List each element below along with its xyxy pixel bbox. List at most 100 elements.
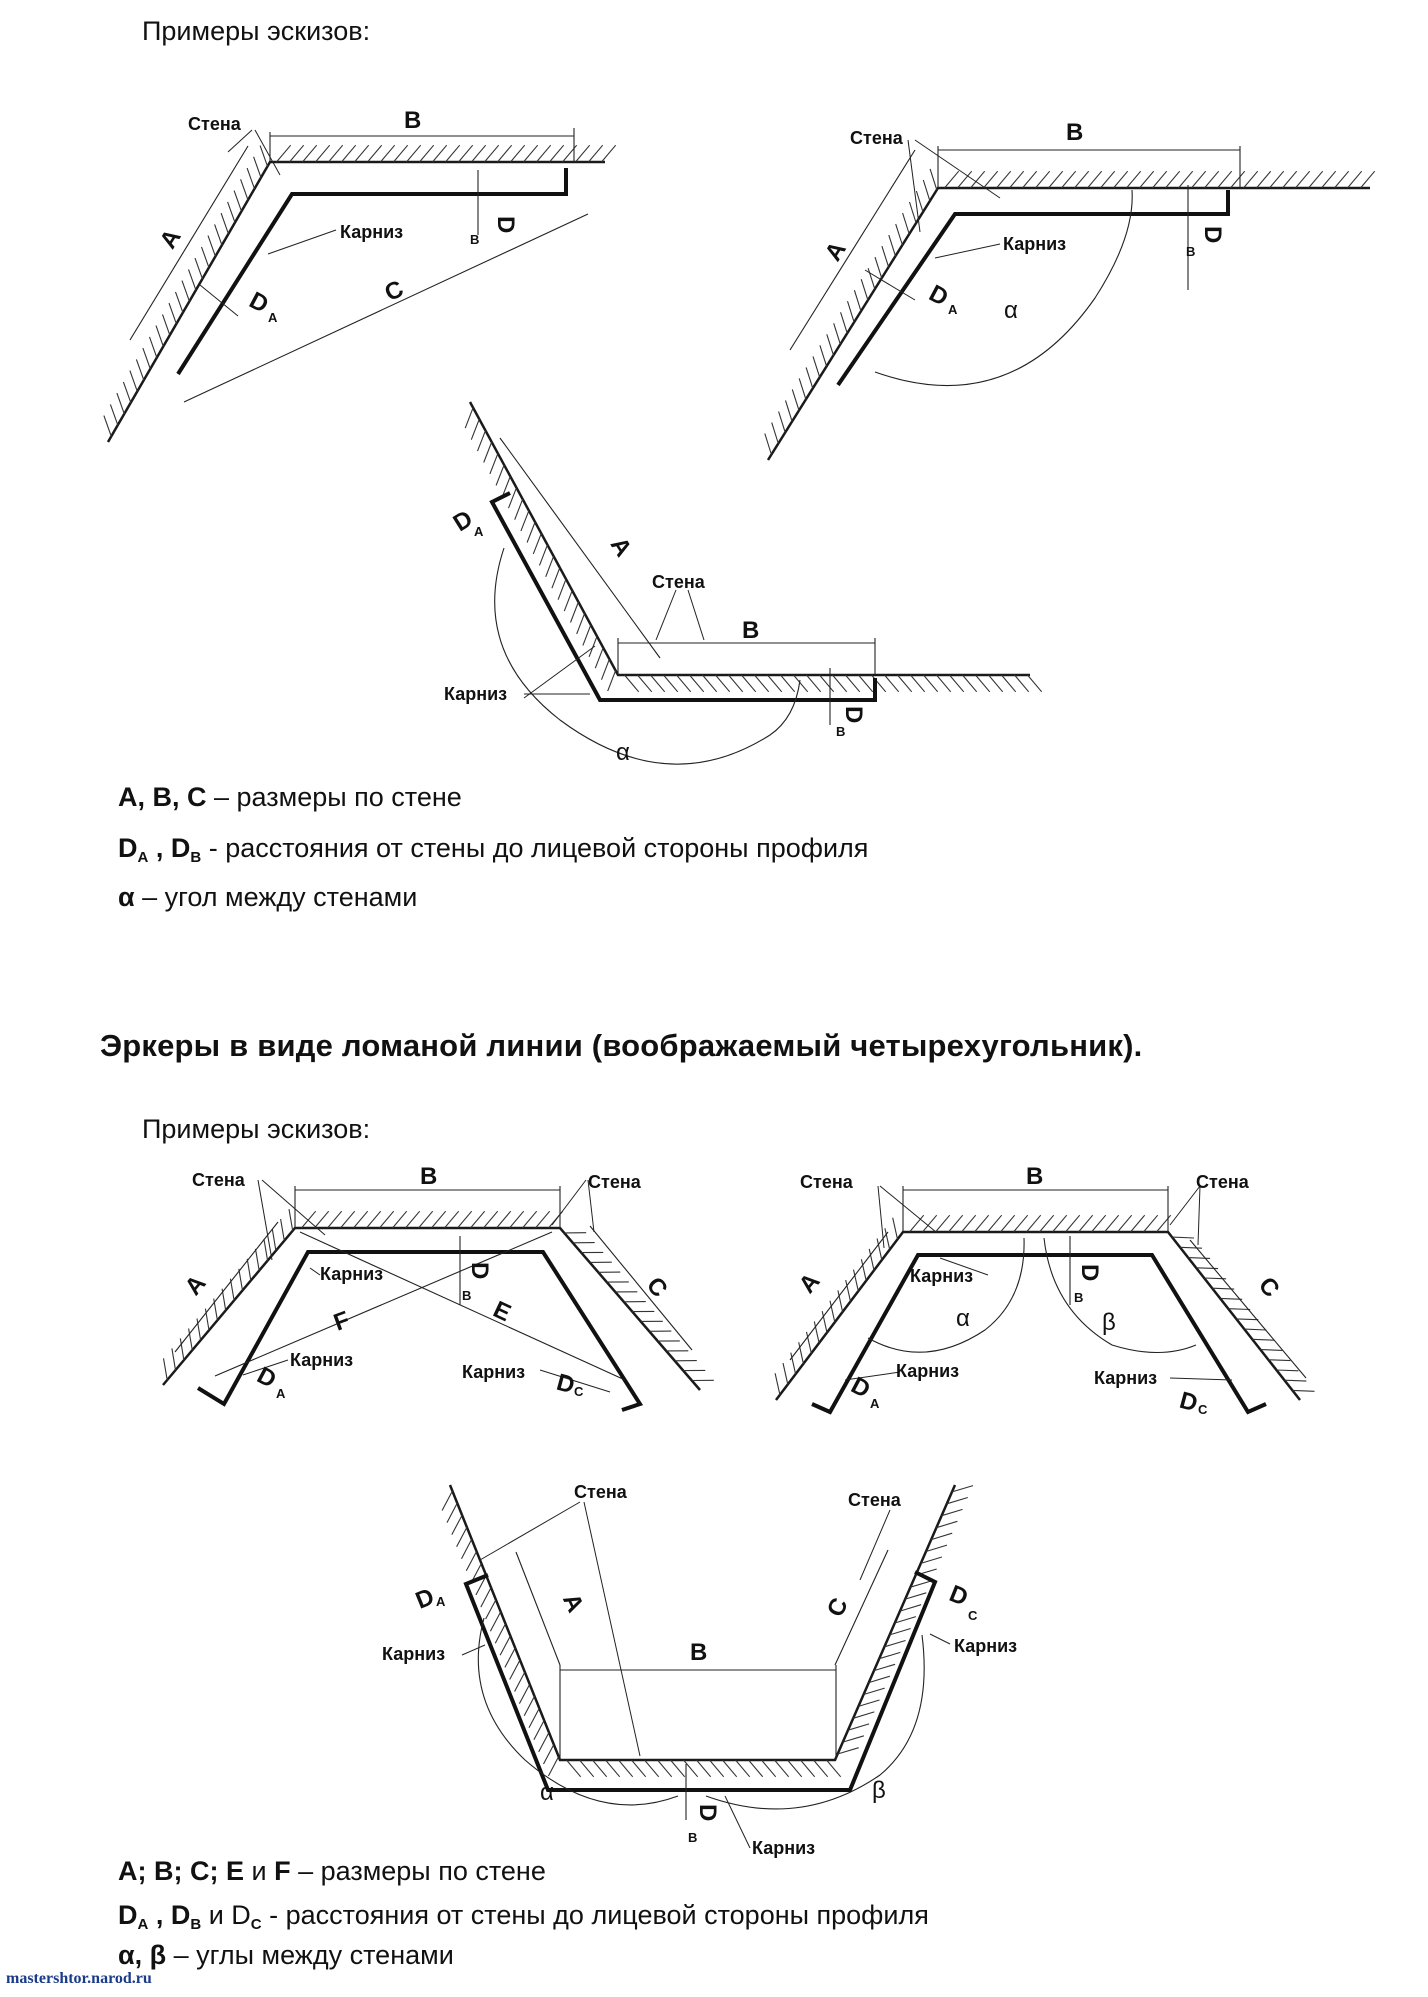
wall-hatch-tick [499, 1635, 511, 1656]
sketch-4-cornice-label-left: Карниз [290, 1350, 353, 1370]
sketch-3-wall-label: Стена [652, 572, 706, 592]
wall-hatch-tick [826, 334, 835, 356]
wall-hatch-tick [457, 1210, 473, 1229]
sketch-2-label-alpha: α [1004, 297, 1018, 324]
sketch-5-label-c: C [1253, 1272, 1285, 1303]
sketch-3-label-alpha: α [616, 739, 630, 766]
sketch-2-cornice-label: Карниз [1003, 234, 1066, 254]
wall-hatch-tick [461, 1539, 473, 1560]
sketch-2-wall [766, 186, 1370, 461]
wall-hatch-tick [536, 144, 552, 163]
sketch-6-label-db: D [694, 1804, 721, 1821]
sketch-1-cornice [176, 168, 568, 376]
wall-hatch-tick [868, 1248, 875, 1271]
sketch-5-dim-a [789, 1231, 889, 1361]
wall-hatch-tick [569, 601, 579, 623]
wall-hatch-tick [670, 1759, 686, 1778]
wall-hatch-tick [494, 1623, 506, 1644]
wall-hatch-tick [988, 674, 1004, 693]
sketch-2-label-db-sub: B [1186, 244, 1195, 259]
wall-hatch-tick [1104, 1214, 1120, 1233]
wall-hatch-tick [663, 674, 679, 693]
sketch-6-wall-hatch [441, 1485, 974, 1778]
wall-hatch-tick [774, 1373, 781, 1395]
wall-hatch-tick [135, 359, 145, 381]
top-legend-line-2: DA , DB - расстояния от стены до лицевой… [118, 833, 869, 866]
wall-hatch-tick [819, 345, 828, 367]
wall-hatch-tick [1061, 170, 1077, 189]
wall-hatch-tick [1091, 1214, 1107, 1233]
sketch-2-wall-hatch [764, 168, 1376, 455]
wall-hatch-tick [246, 1258, 252, 1281]
sketch-1-wall-label: Стена [188, 114, 242, 134]
sketch-4-label-c: C [641, 1272, 673, 1303]
wall-hatch-tick [419, 144, 435, 163]
wall-hatch-tick [806, 674, 822, 693]
sketch-2-dim-a [789, 149, 916, 351]
sketch-4-cornice-label-right: Карниз [462, 1362, 525, 1382]
wall-hatch-tick [780, 674, 796, 693]
wall-hatch-tick [543, 1744, 555, 1765]
top-legend-line-1: A, B, C – размеры по стене [118, 782, 462, 812]
sketch-4-label-db-sub: B [462, 1288, 471, 1303]
wall-hatch-tick [925, 1544, 948, 1553]
wall-hatch-tick [957, 170, 973, 189]
wall-hatch-tick [931, 1532, 953, 1541]
sketch-6-wall-left-label: Стена [574, 1482, 628, 1502]
bottom-legend-line-2: DA , DB и DC - расстояния от стены до ли… [118, 1900, 929, 1933]
sketch-4-label-b: B [420, 1163, 437, 1190]
sketch-5-label-beta: β [1102, 1309, 1116, 1336]
wall-hatch-tick [961, 1214, 977, 1233]
wall-hatch-tick [941, 1508, 963, 1517]
wall-hatch-tick [1196, 1267, 1219, 1270]
sketch-6-cornice-label-left: Карниз [382, 1644, 445, 1664]
sketch-4-cornice-leaders [309, 1267, 321, 1276]
site-footer: mastershtor.narod.ru [6, 1970, 152, 1987]
wall-hatch-tick [842, 1735, 865, 1743]
wall-hatch-tick [832, 674, 848, 693]
sketch-3-dim-a [499, 437, 661, 659]
wall-hatch-tick [475, 1575, 487, 1596]
wall-hatch-tick [1014, 674, 1030, 693]
sketch-6-wall-right-label: Стена [848, 1490, 902, 1510]
wall-hatch-tick [863, 1687, 885, 1696]
wall-hatch-tick [683, 1759, 699, 1778]
wall-hatch-tick [271, 1228, 277, 1251]
wall-hatch-tick [888, 234, 897, 257]
sketch-2-angle-alpha-arc [874, 189, 1133, 387]
wall-hatch-tick [533, 1720, 545, 1741]
wall-hatch-tick [518, 1683, 531, 1704]
sketch-1-label-db-sub: B [470, 232, 479, 247]
wall-hatch-tick [353, 1210, 369, 1229]
wall-hatch-tick [1126, 170, 1142, 189]
wall-hatch-tick [288, 1209, 294, 1231]
wall-hatch-tick [501, 476, 511, 497]
wall-hatch-tick [456, 1526, 468, 1547]
wall-hatch-tick [1269, 170, 1285, 189]
sketch-4-wall [162, 1226, 701, 1391]
wall-hatch-tick [800, 1759, 816, 1778]
wall-hatch-tick [805, 367, 814, 389]
wall-hatch-tick [696, 1759, 712, 1778]
wall-hatch-tick [791, 389, 800, 411]
wall-hatch-tick [155, 325, 164, 347]
wall-hatch-tick [161, 314, 171, 336]
wall-hatch-tick [406, 144, 422, 163]
wall-hatch-tick [122, 381, 132, 403]
wall-hatch-tick [837, 1290, 844, 1313]
wall-hatch-tick [497, 144, 513, 163]
wall-hatch-tick [1188, 1257, 1211, 1259]
wall-hatch-tick [915, 190, 924, 213]
wall-hatch-tick [520, 510, 530, 532]
sketch-6-cornice-label-bottom: Карниз [752, 1838, 815, 1858]
wall-hatch-tick [1087, 170, 1103, 189]
sketch-1-cornice-label: Карниз [340, 222, 403, 242]
wall-hatch-tick [354, 144, 370, 163]
sketch-6-wall-right-leader [859, 1509, 891, 1581]
sketch-1-corner: Стена B A Карниз D B D A C [103, 107, 617, 443]
sketch-1-label-db: D [492, 216, 519, 233]
wall-hatch-tick [227, 201, 236, 223]
wall-hatch-tick [116, 392, 125, 415]
wall-hatch-tick [194, 257, 203, 279]
sketch-3-cornice-label: Карниз [444, 684, 507, 704]
